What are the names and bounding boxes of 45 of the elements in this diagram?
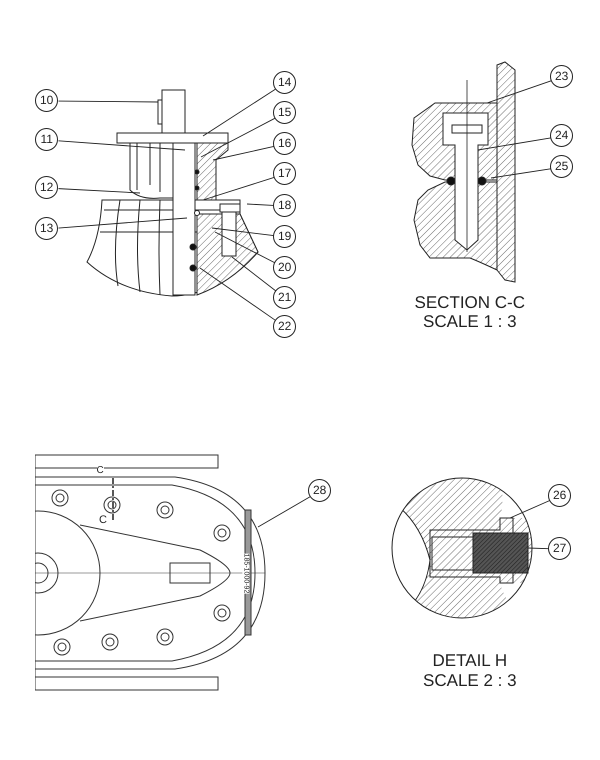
callout-number: 20 xyxy=(273,256,296,280)
callout-number: 17 xyxy=(273,162,296,186)
callout-number: 10 xyxy=(35,89,58,112)
leader-line xyxy=(246,204,274,206)
callout-number: 13 xyxy=(35,217,58,240)
leader-line xyxy=(200,118,276,158)
callout-number: 28 xyxy=(308,479,332,502)
leader-line xyxy=(58,140,186,150)
callout-number: 22 xyxy=(273,315,296,338)
leader-line xyxy=(528,548,549,550)
callout-number: 23 xyxy=(550,65,574,88)
callout-number: 26 xyxy=(548,484,572,508)
leader-line xyxy=(214,232,276,264)
callout-number: 15 xyxy=(273,101,296,124)
callout-number: 19 xyxy=(273,225,296,248)
callout-number: 24 xyxy=(550,124,574,148)
leader-line xyxy=(258,496,310,528)
callout-number: 25 xyxy=(550,155,574,178)
leader-line xyxy=(232,256,276,292)
callout-number: 11 xyxy=(35,128,58,152)
leader-line xyxy=(478,137,552,150)
scale-note: SCALE 1 : 3 xyxy=(423,312,517,330)
leader-line xyxy=(58,100,158,102)
leader-line xyxy=(212,146,274,160)
callout-number: 21 xyxy=(273,286,296,310)
callout-number: 12 xyxy=(35,176,58,200)
view-title: SECTION C-C xyxy=(414,294,525,310)
scale-note: SCALE 2 : 3 xyxy=(423,672,517,688)
view-title: DETAIL H xyxy=(432,652,508,668)
leader-line xyxy=(212,228,274,236)
leader-line xyxy=(200,268,276,321)
leader-line xyxy=(58,188,140,194)
leader-line xyxy=(486,80,552,104)
leader-line xyxy=(490,168,552,178)
leader-line xyxy=(58,218,188,229)
threaded-plug xyxy=(472,532,528,574)
section-mark: C xyxy=(99,514,107,526)
callout-number: 14 xyxy=(273,71,296,94)
section-mark: C xyxy=(96,466,104,476)
callout-number: 27 xyxy=(548,537,572,560)
leader-line xyxy=(202,177,274,200)
leader-line xyxy=(510,500,550,518)
callout-number: 18 xyxy=(273,194,296,218)
callout-number: 16 xyxy=(273,132,296,156)
leader-line xyxy=(202,88,276,136)
